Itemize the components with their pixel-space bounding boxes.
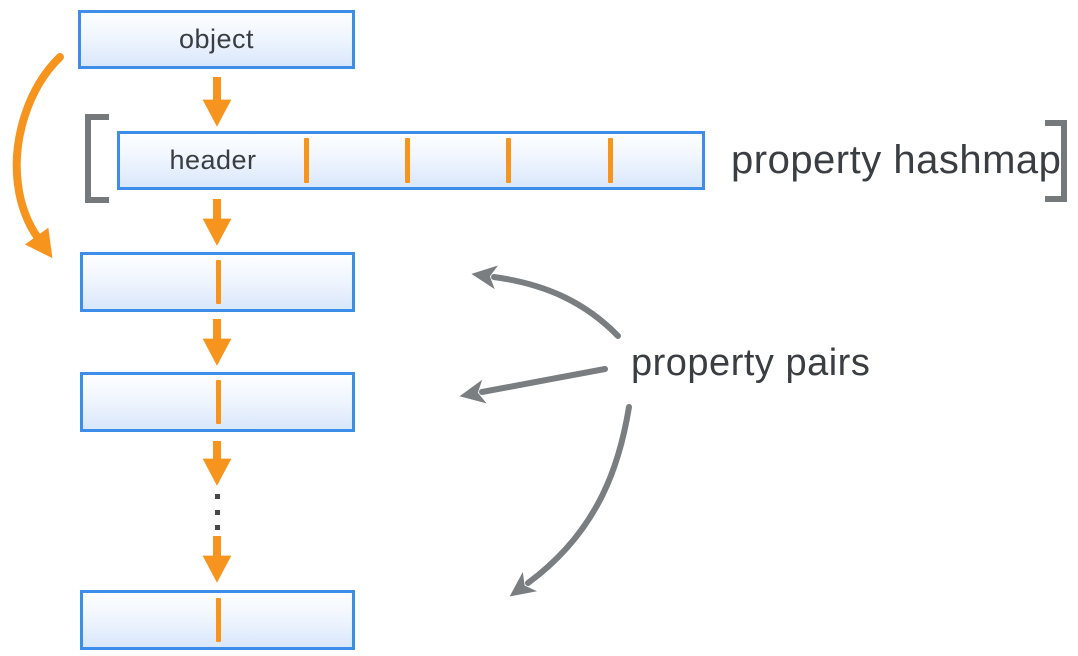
ellipsis-dot [215, 525, 220, 530]
pair-slot-divider [216, 598, 221, 642]
pairs-to-pair2-arrow [459, 366, 608, 404]
ellipsis-dot [215, 510, 220, 515]
ellipsis-dots [215, 494, 220, 530]
left-bracket [85, 114, 109, 203]
hashmap-slot-divider [506, 138, 511, 183]
property-pairs-label: property pairs [631, 342, 871, 384]
property-hashmap-label: property hashmap [731, 138, 1062, 182]
property-pair-box-3 [80, 590, 355, 650]
hashmap-slot-divider [405, 138, 410, 183]
header-label: header [169, 145, 257, 175]
ellipsis-dot [215, 494, 220, 499]
hashmap-slot-divider [608, 138, 613, 183]
pair-slot-divider [216, 260, 221, 304]
pairs-to-pair3-arrow [509, 404, 632, 597]
property-hashmap-box: header [117, 131, 705, 190]
object-to-pair-curved-arrow [12, 53, 64, 259]
property-pair-box-1 [80, 252, 355, 312]
object-box: object [78, 10, 355, 69]
hashmap-slot-divider [304, 138, 309, 183]
pair-slot-divider [216, 380, 221, 424]
object-label: object [178, 24, 255, 54]
pairs-to-pair1-arrow [471, 265, 621, 339]
property-pair-box-2 [80, 372, 355, 432]
